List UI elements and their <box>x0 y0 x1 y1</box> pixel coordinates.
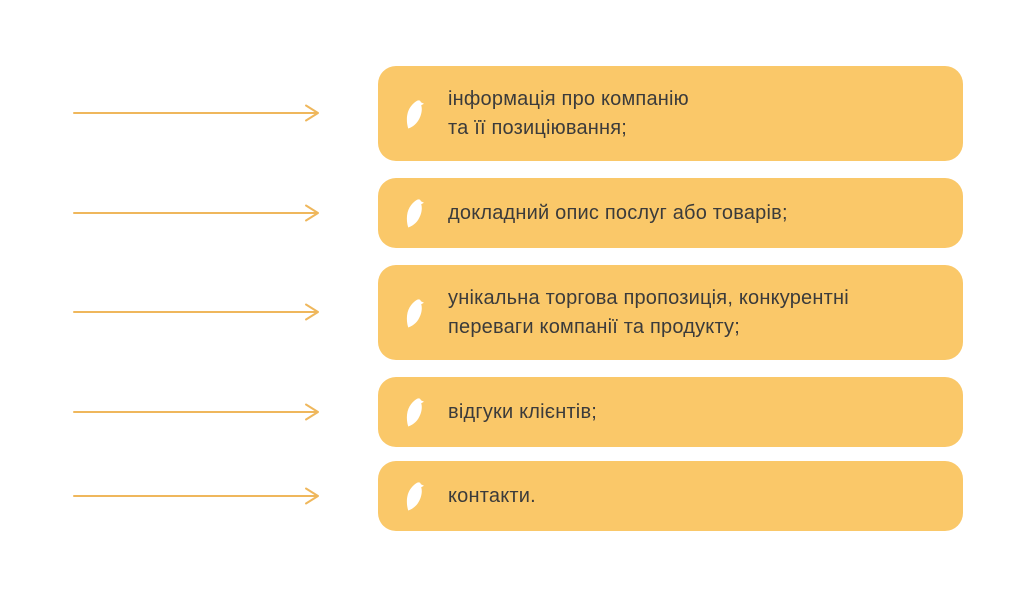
list-item: інформація про компанію та її позиціюван… <box>378 66 963 161</box>
list-item-text: контакти. <box>448 484 536 507</box>
list-item: відгуки клієнтів; <box>378 377 963 447</box>
list-item: унікальна торгова пропозиція, конкурентн… <box>378 265 963 360</box>
arrow-right-icon <box>73 300 321 324</box>
arrow-right-icon <box>73 201 321 225</box>
list-item-text: інформація про компанію та її позиціюван… <box>448 87 689 139</box>
list-item-text: відгуки клієнтів; <box>448 400 598 423</box>
list-item: контакти. <box>378 461 963 531</box>
bird-icon <box>405 397 430 427</box>
bird-icon <box>405 198 430 228</box>
list-item: докладний опис послуг або товарів; <box>378 178 963 248</box>
list-item-text: докладний опис послуг або товарів; <box>448 201 788 224</box>
bird-icon <box>405 99 430 129</box>
arrow-right-icon <box>73 101 321 125</box>
bird-icon <box>405 298 430 328</box>
arrow-right-icon <box>73 400 321 424</box>
list-item-text: унікальна торгова пропозиція, конкурентн… <box>448 286 849 338</box>
arrow-right-icon <box>73 484 321 508</box>
bird-icon <box>405 481 430 511</box>
